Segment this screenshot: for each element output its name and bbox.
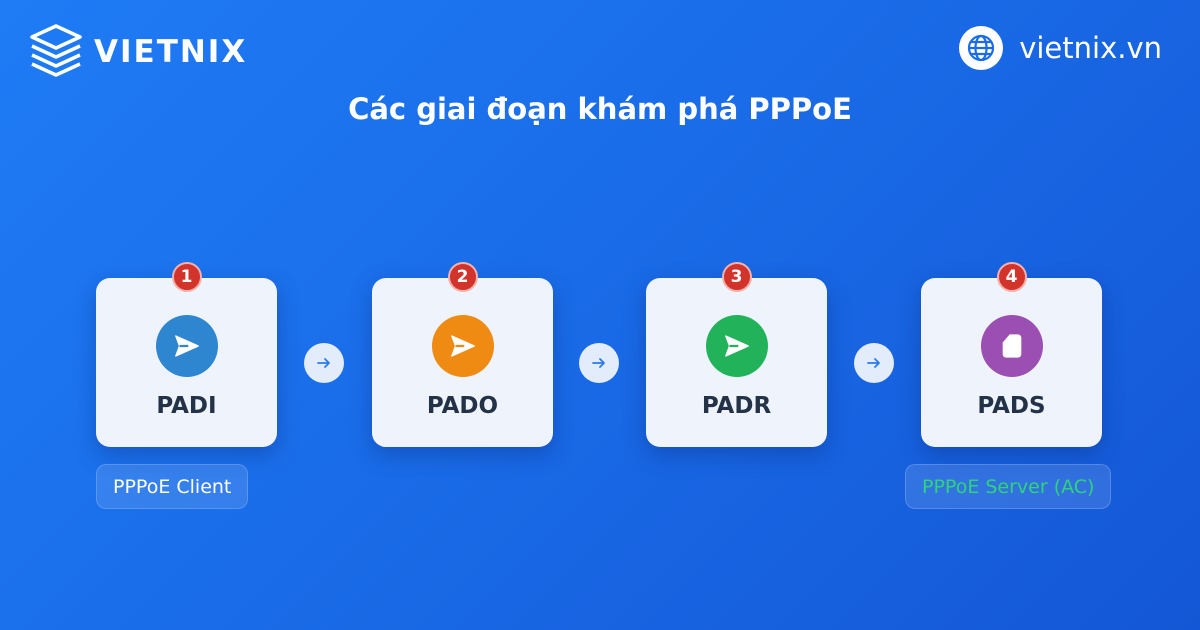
arrow-right-icon xyxy=(304,343,344,383)
step-label: PADS xyxy=(977,393,1046,419)
globe-icon xyxy=(959,26,1004,70)
website-link[interactable]: vietnix.vn xyxy=(959,26,1162,70)
client-role-label: PPPoE Client xyxy=(96,464,249,509)
brand-name: VIETNIX xyxy=(94,34,248,70)
step-padi: 1 PADI xyxy=(96,262,277,447)
stacked-layers-icon xyxy=(30,24,82,77)
step-pado: 2 PADO xyxy=(372,262,553,447)
step-number-badge: 2 xyxy=(447,262,478,292)
step-label: PADO xyxy=(426,393,499,419)
step-number-badge: 1 xyxy=(171,262,202,292)
arrow-right-icon xyxy=(854,343,894,383)
server-role-label: PPPoE Server (AC) xyxy=(905,464,1112,509)
step-padr: 3 PADR xyxy=(646,262,827,447)
step-label: PADR xyxy=(701,393,772,419)
paper-plane-icon xyxy=(431,315,494,377)
paper-plane-icon xyxy=(155,315,218,377)
website-text: vietnix.vn xyxy=(1019,31,1162,65)
arrow-right-icon xyxy=(579,343,619,383)
step-pads: 4 PADS xyxy=(921,262,1102,447)
diagram-title: Các giai đoạn khám phá PPPoE xyxy=(348,92,852,126)
step-number-badge: 3 xyxy=(721,262,752,292)
step-label: PADI xyxy=(156,393,217,419)
paper-plane-icon xyxy=(705,315,768,377)
step-number-badge: 4 xyxy=(996,262,1027,292)
clipboard-icon xyxy=(980,315,1043,377)
brand-logo[interactable]: VIETNIX xyxy=(28,22,247,82)
